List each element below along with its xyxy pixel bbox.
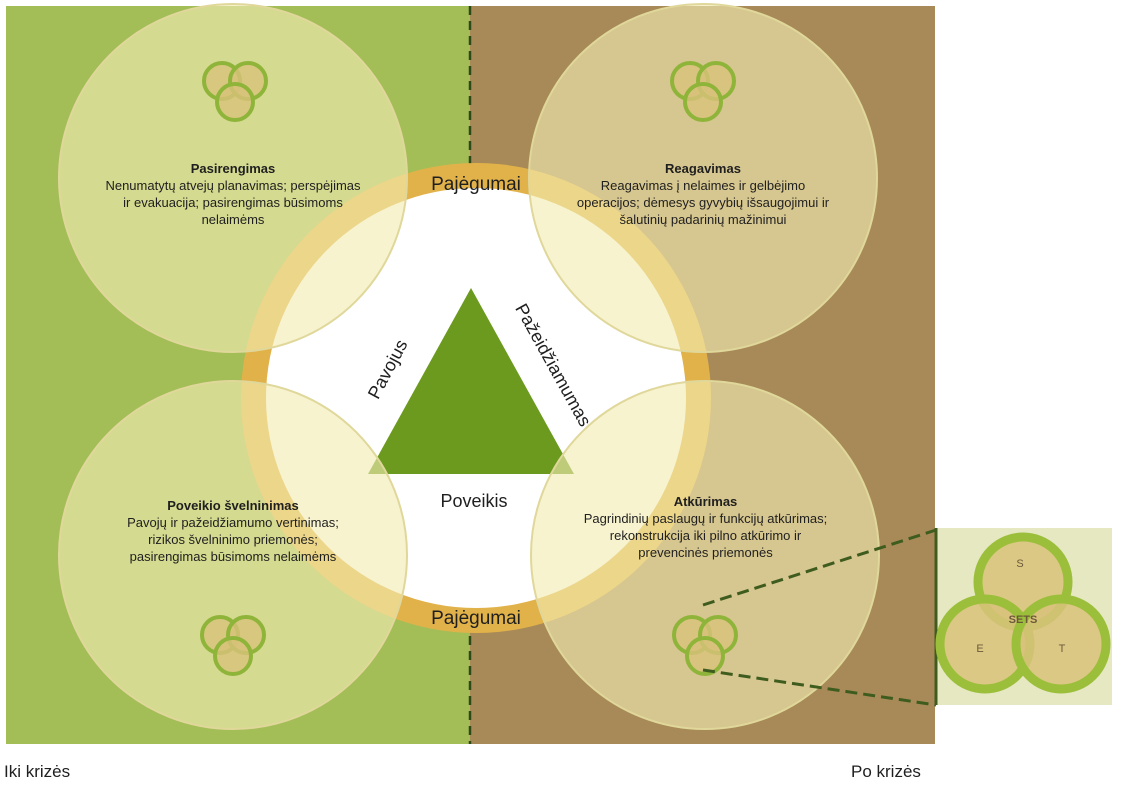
mitigation-circle	[58, 380, 408, 730]
before-crisis-label: Iki krizės	[4, 762, 71, 781]
recovery-venn-icon	[672, 615, 738, 676]
recovery-title: Atkūrimas	[673, 494, 738, 509]
response-text: Reagavimas Reagavimas į nelaimes ir gelb…	[568, 160, 838, 228]
mitigation-description: Pavojų ir pažeidžiamumo vertinimas; rizi…	[127, 515, 339, 564]
after-crisis-label: Po krizės	[851, 762, 921, 781]
preparedness-title: Pasirengimas	[190, 161, 276, 176]
zoom-line-bottom	[702, 668, 937, 707]
impact-label: Poveikis	[440, 491, 507, 511]
sets-t-label: T	[1059, 643, 1066, 655]
mitigation-venn-icon	[200, 615, 266, 676]
response-title: Reagavimas	[665, 161, 741, 176]
recovery-circle	[530, 380, 880, 730]
response-circle	[528, 3, 878, 353]
risk-triangle	[368, 288, 574, 474]
recovery-description: Pagrindinių paslaugų ir funkcijų atkūrim…	[583, 511, 828, 560]
recovery-text: Atkūrimas Pagrindinių paslaugų ir funkci…	[578, 493, 833, 561]
zoom-line-top	[702, 528, 937, 607]
sets-s-label: S	[1016, 558, 1023, 570]
sets-center-label: SETS	[1009, 614, 1038, 626]
capacity-label-top: Pajėgumai	[431, 174, 521, 195]
preparedness-description: Nenumatytų atvejų planavimas; perspėjima…	[105, 178, 361, 227]
preparedness-text: Pasirengimas Nenumatytų atvejų planavima…	[103, 160, 363, 228]
preparedness-circle	[58, 3, 408, 353]
capacity-label-bottom: Pajėgumai	[431, 608, 521, 629]
mitigation-text: Poveikio švelninimas Pavojų ir pažeidžia…	[113, 497, 353, 565]
sets-e-label: E	[976, 643, 983, 655]
sets-venn-diagram	[935, 532, 1111, 694]
response-venn-icon	[670, 61, 736, 122]
response-description: Reagavimas į nelaimes ir gelbėjimo opera…	[576, 178, 830, 227]
preparedness-venn-icon	[202, 61, 268, 122]
mitigation-title: Poveikio švelninimas	[167, 498, 299, 513]
